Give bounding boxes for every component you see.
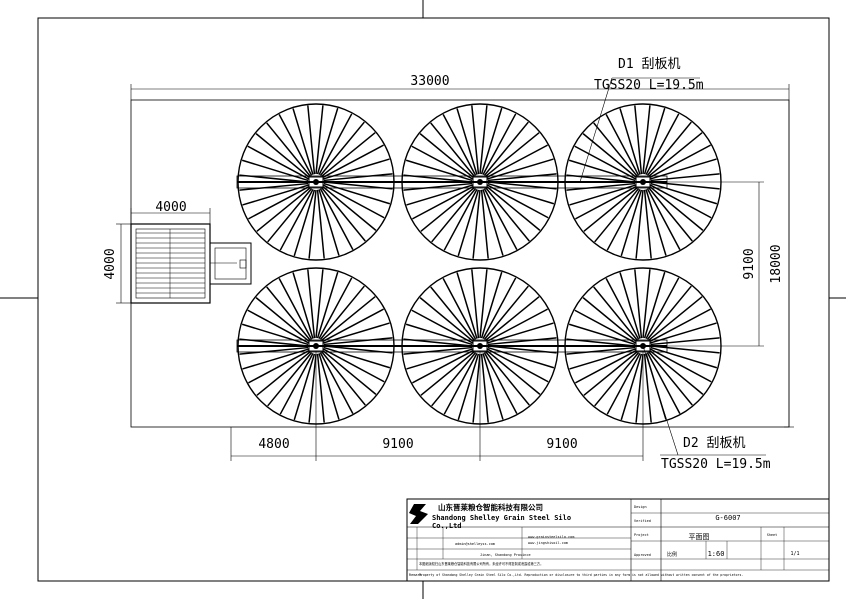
dimension-lines — [116, 77, 794, 461]
company-web-2: www.jingshisoil.com — [528, 541, 568, 545]
dim-total-height: 18000 — [769, 244, 784, 283]
dim-hopper-height: 4000 — [103, 248, 118, 279]
company-web-1: www.grainsteelsilo.com — [528, 535, 574, 539]
company-logo — [409, 504, 428, 524]
company-name-en-2: Co.,Ltd — [432, 522, 462, 530]
company-name-cn: 山东晋莱粮仓智能科技有限公司 — [438, 502, 543, 512]
label-approver: Approved — [634, 553, 651, 557]
dim-bottom-1: 4800 — [258, 437, 289, 452]
label-sheet: Sheet — [767, 533, 778, 537]
copyright-note-en: Property of Shandong Shelley Grain Steel… — [419, 573, 743, 577]
scale-label: 比例 — [667, 551, 677, 558]
silo-1 — [237, 103, 395, 261]
scale-value: 1:60 — [708, 550, 725, 558]
silo-group — [237, 103, 722, 425]
silo-4 — [237, 267, 395, 425]
dim-hopper-width: 4000 — [155, 200, 186, 215]
conveyor-d1-spec: TGSS20 L=19.5m — [594, 78, 704, 93]
drawing-number: G-6007 — [715, 514, 740, 522]
dim-bottom-3: 9100 — [546, 437, 577, 452]
company-email: admin@shelleyss.com — [455, 542, 495, 546]
conveyor-d1-name: D1 刮板机 — [618, 57, 680, 72]
drawing-title: 平面图 — [689, 533, 710, 541]
conveyor-d2-name: D2 刮板机 — [683, 436, 745, 451]
dim-bottom-2: 9100 — [382, 437, 413, 452]
copyright-note-cn: 本图纸版权归山东晋莱粮仓智能科技有限公司所有，未经许可不得复制或泄露给第三方。 — [419, 561, 543, 566]
dim-row-spacing: 9100 — [742, 248, 757, 279]
conveyor-d2-spec: TGSS20 L=19.5m — [661, 457, 771, 472]
company-name-en: Shandong Shelley Grain Steel Silo — [432, 514, 571, 522]
page-number: 1/1 — [790, 551, 799, 557]
company-address: Jinan, Shandong Province — [480, 553, 531, 557]
label-designer: Design — [634, 505, 647, 509]
drawing-frame — [37, 17, 830, 582]
label-checker: Verified — [634, 519, 651, 523]
site-outline — [130, 99, 790, 428]
title-block — [406, 498, 830, 582]
label-remark: Remark — [409, 573, 423, 577]
intake-hopper — [130, 223, 252, 304]
label-project: Project — [634, 533, 649, 537]
dim-total-width: 33000 — [410, 74, 449, 89]
